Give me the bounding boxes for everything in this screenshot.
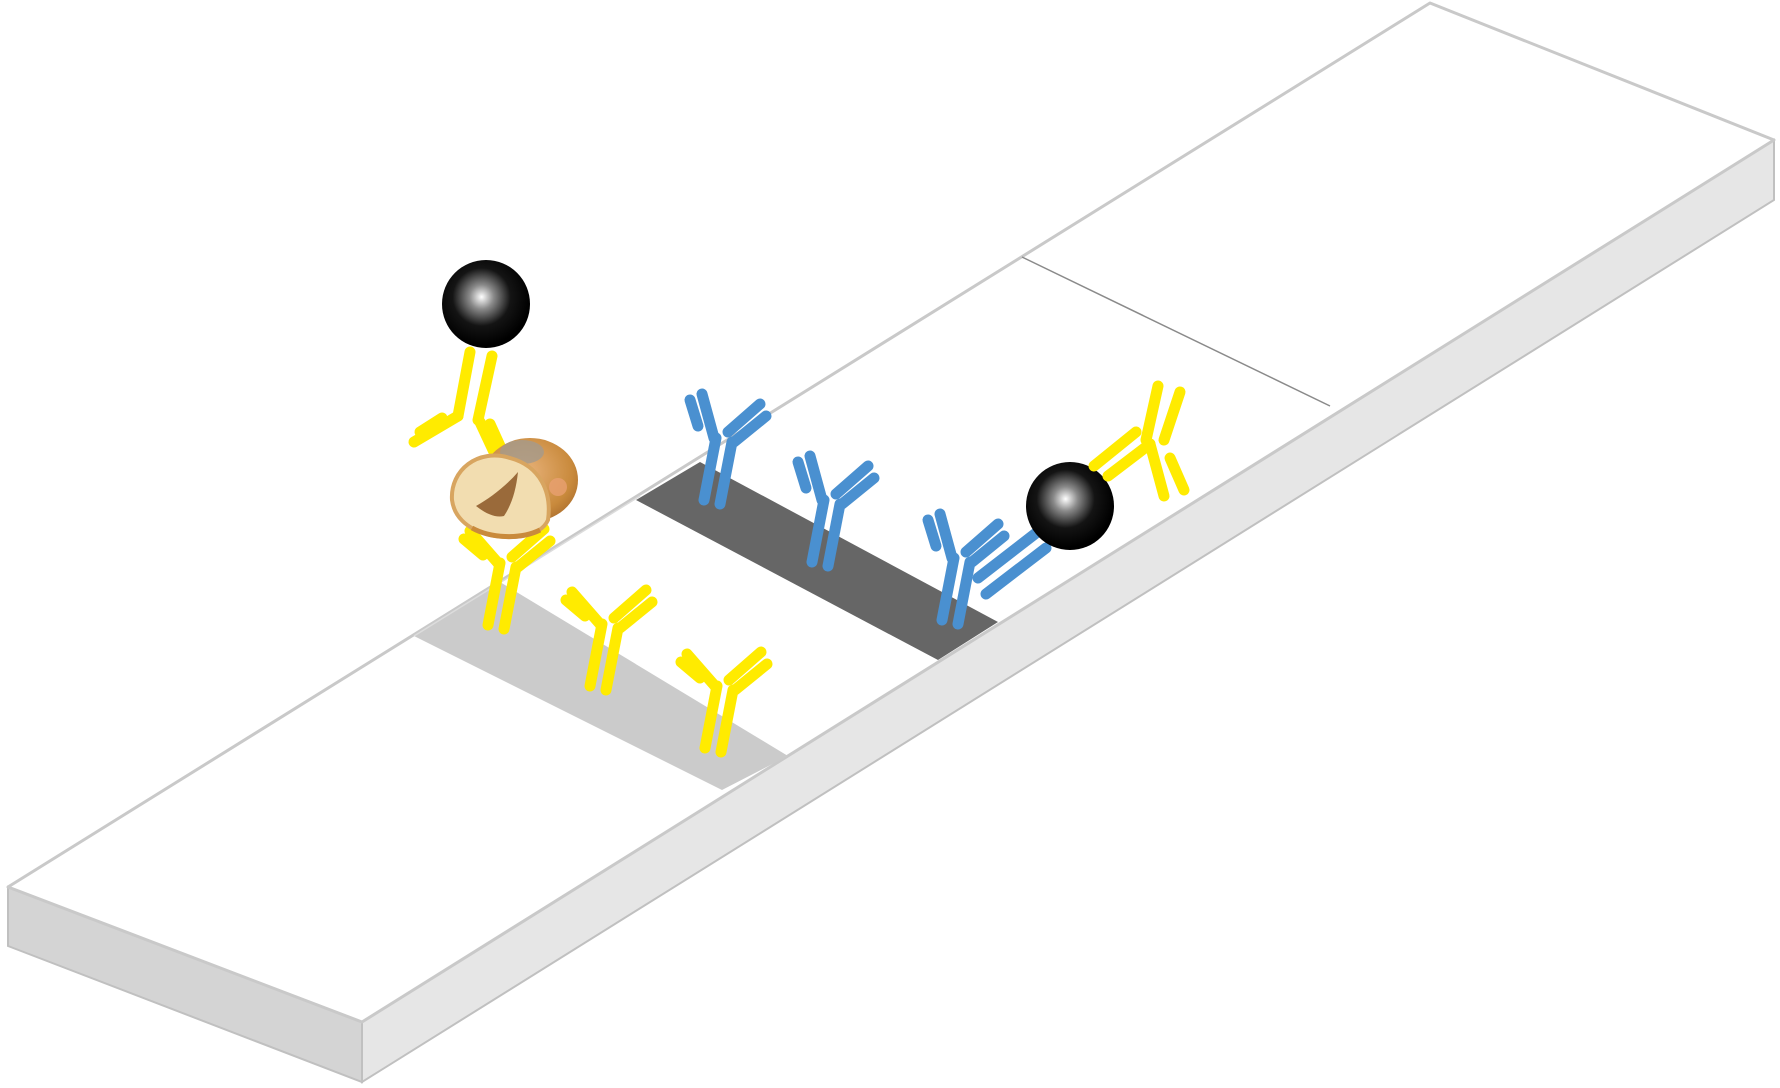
detection-antibody-icon — [1088, 380, 1190, 502]
test-strip — [6, 1, 1776, 1084]
black-sphere-icon — [1026, 462, 1114, 550]
black-sphere-icon — [442, 260, 530, 348]
pad-divider-line — [1021, 256, 1331, 407]
hazelnut-icon — [449, 438, 578, 540]
strip-top-face — [6, 1, 1776, 1024]
sandwich-complex — [408, 260, 578, 540]
free-labeled-antibody — [972, 380, 1190, 600]
test-line — [414, 582, 788, 790]
detection-antibody-icon — [408, 346, 506, 458]
